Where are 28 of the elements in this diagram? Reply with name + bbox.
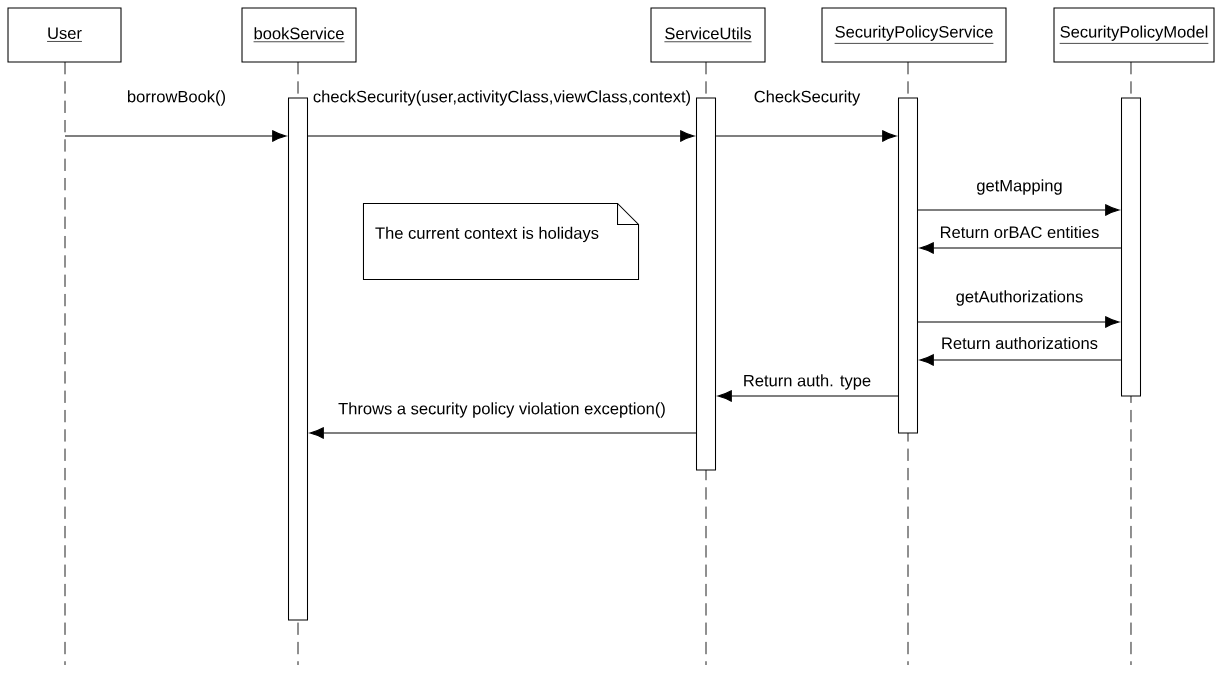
message-arrow [917, 204, 1120, 216]
message-label: Return orBAC entities [941, 225, 1099, 239]
participant-box: ServiceUtils [650, 7, 766, 63]
message-arrow [715, 130, 897, 142]
message-label: CheckSecurity [754, 90, 861, 106]
message-arrow [307, 130, 695, 142]
participant-box: SecurityPolicyService [821, 7, 1007, 63]
activation-bar [897, 97, 919, 434]
message-arrow [64, 130, 287, 142]
message-arrow [919, 354, 1122, 366]
activation-bar [1121, 97, 1142, 397]
message-label: Throws a security policy violation exception() [338, 402, 665, 418]
message-arrow [917, 316, 1120, 328]
participant-box: bookService [241, 7, 357, 63]
activation-bar [695, 97, 717, 471]
message-arrow [919, 242, 1122, 254]
participant-box: SecurityPolicyModel [1053, 7, 1215, 63]
participant-box: User [7, 7, 122, 63]
message-arrow [309, 427, 697, 439]
message-label: Return auth. type [744, 374, 871, 390]
message-label: Return authorizations [942, 336, 1098, 350]
message-label: getMapping [977, 179, 1062, 195]
message-label: checkSecurity(user,activityClass,viewClass,context) [313, 90, 691, 106]
activation-bar [288, 97, 309, 621]
message-label: getAuthorizations [956, 290, 1083, 306]
message-arrow [717, 390, 899, 402]
note: The current context is holidays [362, 202, 640, 281]
message-label: borrowBook() [128, 90, 225, 106]
